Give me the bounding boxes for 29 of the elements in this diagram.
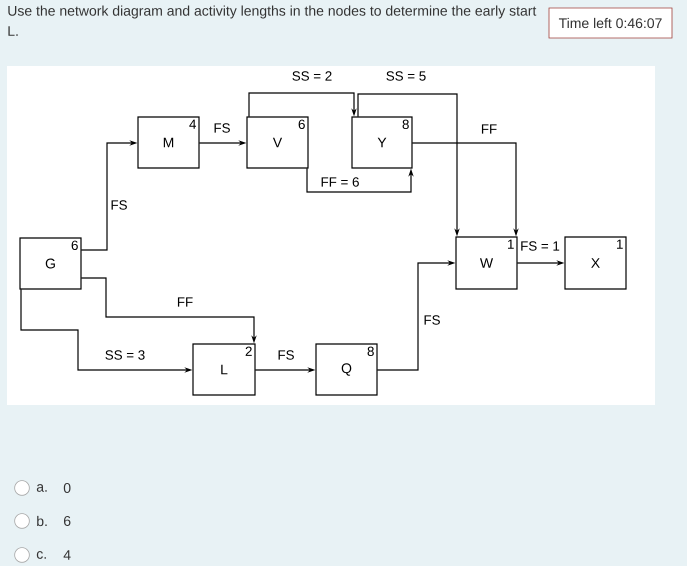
edge-label: SS = 5 — [386, 71, 426, 81]
option-value: 0 — [64, 483, 70, 493]
duration-number: 6 — [298, 120, 305, 130]
edge-label: FS — [112, 200, 127, 210]
duration-number: 1 — [617, 240, 623, 249]
arrow — [248, 92, 357, 116]
edge-label: FF = 6 — [322, 177, 359, 187]
duration-number: 2 — [246, 346, 252, 356]
edge-label: FF — [482, 124, 497, 134]
edge-label: FS — [278, 350, 294, 360]
edge-label: FF — [178, 297, 193, 307]
option-letter: b. — [37, 516, 47, 526]
edge-label: SS = 2 — [292, 71, 332, 81]
option-value: 4 — [64, 550, 71, 560]
duration-number: 1 — [508, 240, 514, 249]
edge-label: FS = 1 — [521, 241, 560, 251]
duration-number: 8 — [368, 346, 374, 356]
question-text: Use the network diagram and activity lengths in the nodes to determine the early start — [8, 5, 536, 19]
duration-number: 8 — [402, 120, 409, 130]
option-letter: c. — [36, 551, 46, 559]
edge-label: FS — [214, 123, 230, 133]
duration-number: 4 — [189, 120, 196, 129]
timer-box: Time left 0:46:07 — [548, 8, 672, 38]
question-text: L. — [8, 26, 18, 36]
duration-number: 6 — [72, 240, 78, 250]
option-value: 6 — [64, 516, 70, 526]
edge-label: SS = 3 — [105, 350, 145, 360]
option-letter: a. — [36, 484, 47, 492]
edge-label: FS — [424, 315, 440, 325]
